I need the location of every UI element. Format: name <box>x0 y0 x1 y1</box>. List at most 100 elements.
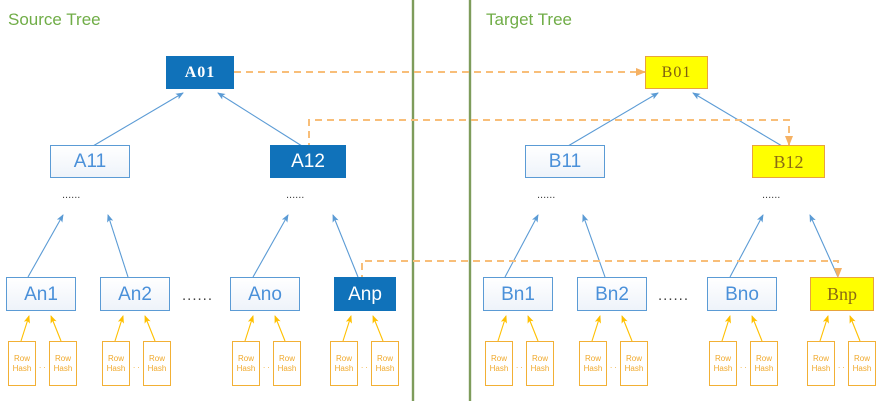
edge-rowhash-a1-left <box>20 315 30 342</box>
target-leaf-gap-ellipsis: ...... <box>658 287 690 304</box>
edge-rowhash-b2-right <box>621 315 633 342</box>
node-bnp[interactable]: Bnp <box>810 277 874 311</box>
rowhash-b3-right[interactable]: Row Hash <box>750 341 778 386</box>
rowhash-line1: Row <box>237 354 254 364</box>
rowhash-line1: Row <box>625 354 642 364</box>
rowhash-gap-a4: . . <box>361 361 368 370</box>
edge-an2-up <box>107 214 129 278</box>
rowhash-line2: Hash <box>12 363 32 373</box>
rowhash-b4-right[interactable]: Row Hash <box>848 341 876 386</box>
rowhash-b2-right[interactable]: Row Hash <box>620 341 648 386</box>
rowhash-gap-b2: . . <box>610 361 617 370</box>
node-anp[interactable]: Anp <box>334 277 396 311</box>
edge-rowhash-a2-right <box>144 315 156 342</box>
node-bno[interactable]: Bno <box>707 277 777 311</box>
node-b11[interactable]: B11 <box>525 145 605 178</box>
node-b12[interactable]: B12 <box>752 145 825 178</box>
rowhash-line1: Row <box>531 354 548 364</box>
rowhash-a2-left[interactable]: Row Hash <box>102 341 130 386</box>
edge-a12-a01 <box>217 92 303 147</box>
rowhash-line1: Row <box>714 354 731 364</box>
edge-bn1-up <box>504 214 539 278</box>
node-bn2[interactable]: Bn2 <box>577 277 647 311</box>
source-tree-title: Source Tree <box>8 10 101 29</box>
rowhash-a2-right[interactable]: Row Hash <box>143 341 171 386</box>
node-bn1[interactable]: Bn1 <box>483 277 553 311</box>
rowhash-line2: Hash <box>375 363 395 373</box>
rowhash-b3-left[interactable]: Row Hash <box>709 341 737 386</box>
rowhash-line1: Row <box>54 354 71 364</box>
rowhash-a1-left[interactable]: Row Hash <box>8 341 36 386</box>
rowhash-line2: Hash <box>106 363 126 373</box>
rowhash-line2: Hash <box>624 363 644 373</box>
rowhash-line1: Row <box>107 354 124 364</box>
node-b01[interactable]: B01 <box>645 56 708 89</box>
rowhash-line1: Row <box>335 354 352 364</box>
rowhash-line2: Hash <box>811 363 831 373</box>
rowhash-line1: Row <box>148 354 165 364</box>
edge-bnp-up <box>809 214 839 278</box>
edge-rowhash-b4-right <box>849 315 861 342</box>
rowhash-a4-left[interactable]: Row Hash <box>330 341 358 386</box>
rowhash-line1: Row <box>584 354 601 364</box>
target-tree-title: Target Tree <box>486 10 572 29</box>
edge-rowhash-a4-left <box>342 315 352 342</box>
rowhash-line2: Hash <box>852 363 872 373</box>
rowhash-gap-a1: . . <box>39 361 46 370</box>
edge-rowhash-a1-right <box>50 315 62 342</box>
rowhash-line1: Row <box>490 354 507 364</box>
rowhash-a4-right[interactable]: Row Hash <box>371 341 399 386</box>
edge-rowhash-b1-right <box>527 315 539 342</box>
edge-rowhash-b3-right <box>751 315 763 342</box>
edge-b11-b01 <box>567 92 659 147</box>
rowhash-line2: Hash <box>334 363 354 373</box>
rowhash-line2: Hash <box>53 363 73 373</box>
rowhash-line1: Row <box>755 354 772 364</box>
target-subtree-ellipsis-right: ...... <box>762 189 781 201</box>
edge-anp-up <box>332 214 359 278</box>
rowhash-gap-b3: . . <box>740 361 747 370</box>
rowhash-line1: Row <box>278 354 295 364</box>
node-an2[interactable]: An2 <box>100 277 170 311</box>
target-subtree-ellipsis-left: ...... <box>537 189 556 201</box>
edge-rowhash-b1-left <box>497 315 507 342</box>
rowhash-line1: Row <box>13 354 30 364</box>
rowhash-b1-right[interactable]: Row Hash <box>526 341 554 386</box>
compare-link-a12-b12 <box>308 119 793 150</box>
rowhash-gap-a2: . . <box>133 361 140 370</box>
node-ano[interactable]: Ano <box>230 277 300 311</box>
rowhash-b2-left[interactable]: Row Hash <box>579 341 607 386</box>
edge-an1-up <box>27 214 64 278</box>
edge-rowhash-b2-left <box>591 315 601 342</box>
rowhash-a3-right[interactable]: Row Hash <box>273 341 301 386</box>
source-subtree-ellipsis-left: ...... <box>62 189 81 201</box>
edge-bn2-up <box>582 214 606 278</box>
edge-rowhash-a3-right <box>274 315 286 342</box>
rowhash-line2: Hash <box>713 363 733 373</box>
node-a12[interactable]: A12 <box>270 145 346 178</box>
rowhash-a3-left[interactable]: Row Hash <box>232 341 260 386</box>
rowhash-line1: Row <box>853 354 870 364</box>
rowhash-a1-right[interactable]: Row Hash <box>49 341 77 386</box>
node-an1[interactable]: An1 <box>6 277 76 311</box>
edge-rowhash-b3-left <box>721 315 731 342</box>
rowhash-b4-left[interactable]: Row Hash <box>807 341 835 386</box>
rowhash-line2: Hash <box>236 363 256 373</box>
edge-rowhash-a3-left <box>244 315 254 342</box>
rowhash-gap-a3: . . <box>263 361 270 370</box>
rowhash-line2: Hash <box>489 363 509 373</box>
edge-rowhash-a2-left <box>114 315 124 342</box>
edge-ano-up <box>252 214 289 278</box>
node-a01[interactable]: A01 <box>166 56 234 89</box>
source-leaf-gap-ellipsis: ...... <box>182 287 214 304</box>
node-a11[interactable]: A11 <box>50 145 130 178</box>
rowhash-b1-left[interactable]: Row Hash <box>485 341 513 386</box>
edge-bno-up <box>729 214 764 278</box>
rowhash-line2: Hash <box>583 363 603 373</box>
rowhash-line2: Hash <box>147 363 167 373</box>
edge-rowhash-a4-right <box>372 315 384 342</box>
rowhash-line1: Row <box>376 354 393 364</box>
rowhash-line2: Hash <box>530 363 550 373</box>
